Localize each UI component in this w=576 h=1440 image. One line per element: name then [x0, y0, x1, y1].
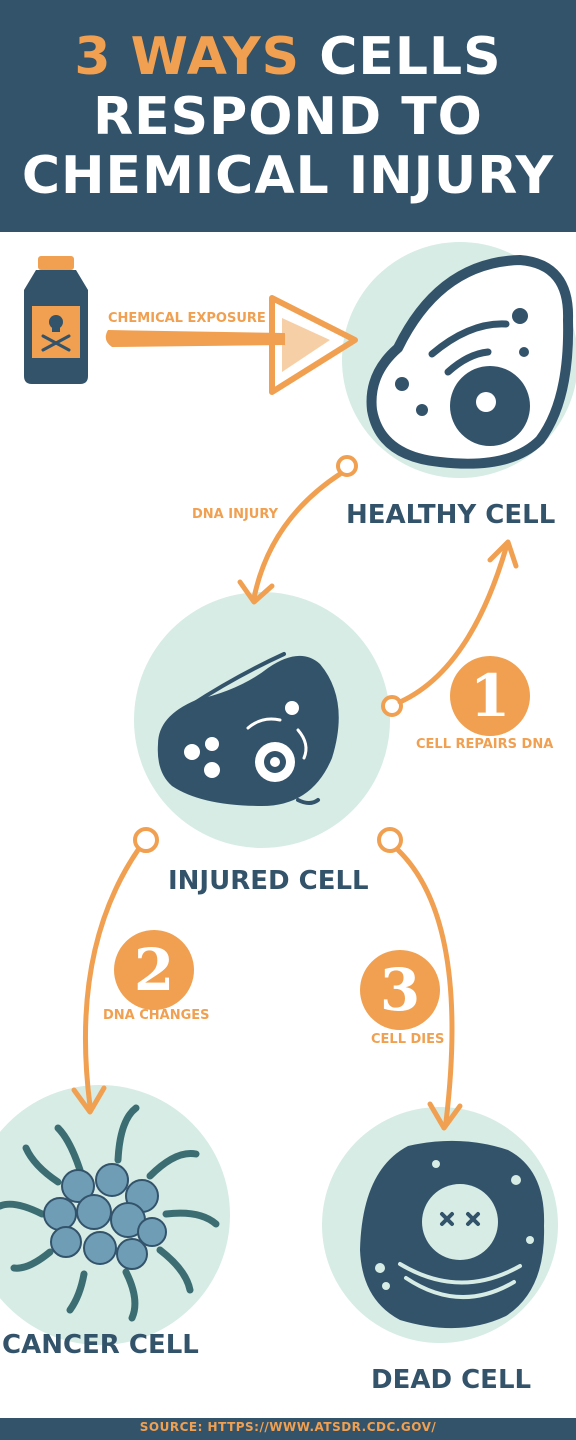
dead-cell-label: DEAD CELL: [371, 1365, 532, 1395]
footer-bar: [0, 1418, 576, 1440]
dna-changes-label: DNA CHANGES: [103, 1008, 210, 1023]
cell-repairs-dna-label: CELL REPAIRS DNA: [416, 737, 554, 752]
title-accent: 3 WAYS: [74, 27, 301, 87]
injured-cell-label: INJURED CELL: [168, 866, 369, 896]
arrow-dna-changes: [71, 827, 159, 1115]
poison-bottle-icon: [24, 256, 88, 384]
arrow-dna-injury: [237, 455, 358, 605]
step-3-badge: 3: [360, 950, 440, 1030]
source-link[interactable]: SOURCE: HTTPS://WWW.ATSDR.CDC.GOV/: [139, 1420, 437, 1434]
chemical-exposure-arrow: [105, 295, 358, 395]
title-rest: CELLS: [319, 27, 502, 87]
arrow-cell-dies: [377, 827, 463, 1131]
title-line-1: 3 WAYS CELLS: [0, 27, 576, 87]
chemical-exposure-label: CHEMICAL EXPOSURE: [108, 311, 266, 326]
header-banner: [0, 0, 576, 232]
step-2-badge: 2: [114, 930, 194, 1010]
injured-cell-icon: [157, 652, 339, 806]
dead-cell-icon: [360, 1140, 545, 1329]
title-line-2: RESPOND TO: [93, 87, 483, 147]
cancer-cell-icon: [0, 1104, 220, 1322]
title-line-3: CHEMICAL INJURY: [21, 146, 555, 206]
dna-injury-label: DNA INJURY: [192, 507, 279, 522]
cell-dies-label: CELL DIES: [371, 1032, 445, 1047]
cancer-cell-label: CANCER CELL: [2, 1330, 199, 1360]
healthy-cell-icon: [366, 255, 574, 469]
healthy-cell-label: HEALTHY CELL: [346, 500, 556, 530]
arrow-cell-repairs-dna: [381, 539, 519, 717]
step-1-badge: 1: [450, 656, 530, 736]
